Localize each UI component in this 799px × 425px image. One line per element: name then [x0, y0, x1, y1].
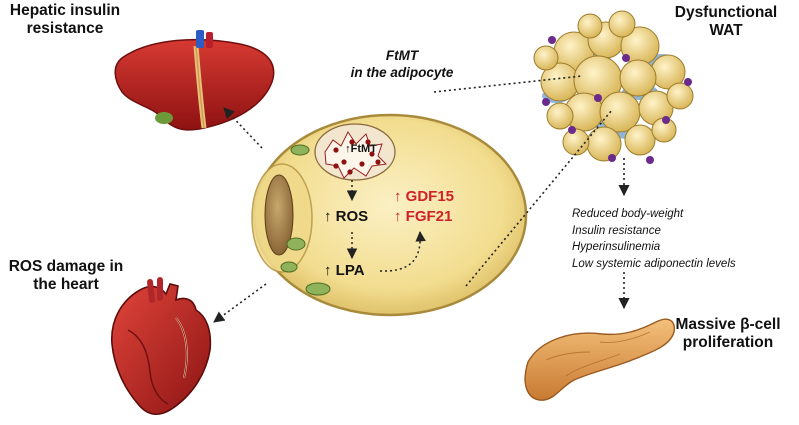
mitochondria-icon	[280, 144, 331, 296]
wat-title: Dysfunctional WAT	[674, 4, 778, 39]
immune-cell-dot	[568, 126, 576, 134]
ftmt-caption-line2: in the adipocyte	[350, 64, 454, 80]
effect-item: Reduced body-weight	[572, 208, 684, 220]
effect-item: Hyperinsulinemia	[572, 241, 661, 254]
liver-title: Hepatic insulin resistance	[9, 2, 121, 37]
fat-droplet	[666, 82, 694, 110]
fat-droplet	[533, 45, 559, 71]
immune-cell-dot	[542, 98, 550, 106]
ftmt-label: ↑FtMT	[345, 143, 377, 155]
immune-cell-dot	[646, 156, 654, 164]
fat-droplet	[608, 10, 636, 38]
effects-list: Reduced body-weight Insulin resistance H…	[572, 206, 792, 273]
immune-cell-dot	[608, 154, 616, 162]
immune-cell-dot	[662, 116, 670, 124]
fat-droplet	[546, 102, 574, 130]
ftmt-caption: FtMT in the adipocyte	[332, 48, 472, 82]
heart-icon	[111, 277, 212, 416]
adipocyte-icon	[251, 113, 528, 317]
nucleus-icon	[314, 123, 396, 181]
lpa-label: ↑ LPA	[324, 262, 365, 279]
liver-icon	[114, 30, 275, 131]
adipose-tissue-icon	[533, 10, 694, 164]
immune-cell-dot	[622, 54, 630, 62]
fat-droplet	[586, 126, 622, 162]
internal-arrows	[346, 180, 426, 272]
external-arrows	[213, 75, 630, 323]
immune-cell-dot	[548, 36, 556, 44]
heart-title: ROS damage in the heart	[8, 258, 124, 293]
immune-cell-dot	[594, 94, 602, 102]
immune-cell-dot	[684, 78, 692, 86]
fgf21-label: ↑ FGF21	[394, 208, 453, 225]
pancreas-title: Massive β-cell proliferation	[675, 316, 781, 351]
fat-droplet	[619, 59, 657, 97]
ros-label: ↑ ROS	[324, 208, 369, 225]
effect-item: Insulin resistance	[572, 224, 661, 237]
fat-droplet	[562, 128, 590, 156]
pancreas-icon	[524, 318, 675, 401]
effect-item: Low systemic adiponectin levels	[572, 258, 736, 271]
fat-droplet	[624, 124, 656, 156]
gdf15-label: ↑ GDF15	[394, 188, 455, 205]
fat-droplet	[577, 13, 603, 39]
ftmt-caption-line1: FtMT	[385, 48, 419, 63]
